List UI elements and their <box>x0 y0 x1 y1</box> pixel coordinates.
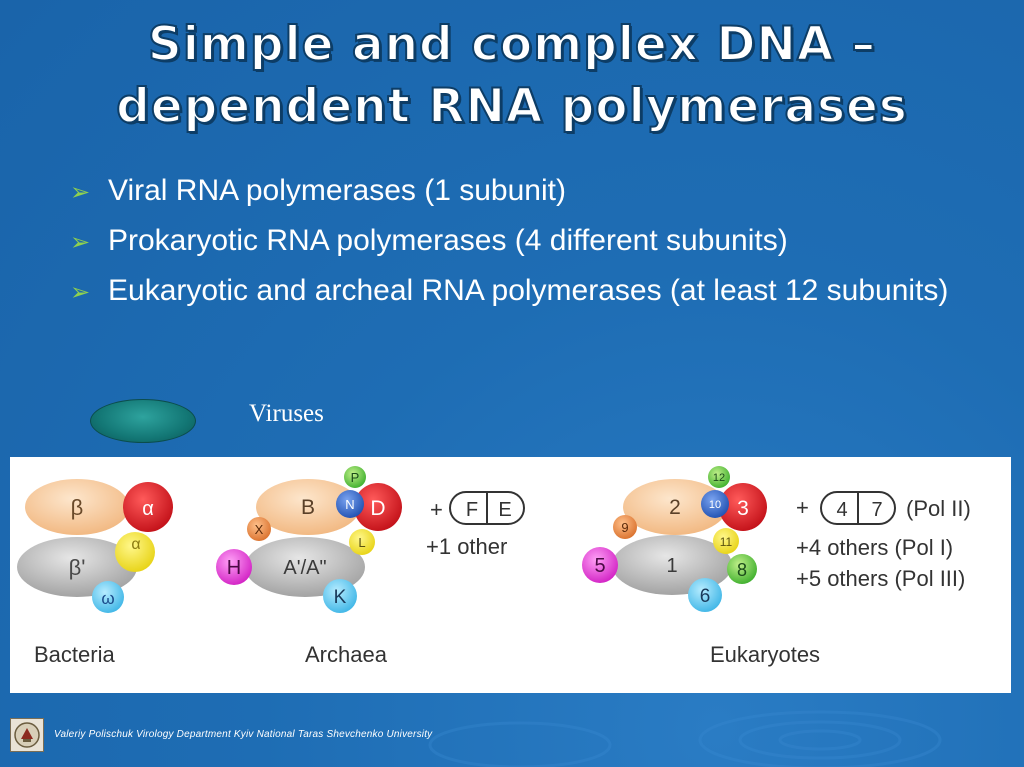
bacteria-caption: Bacteria <box>34 642 115 667</box>
bullet-list: ➢ Viral RNA polymerases (1 subunit) ➢ Pr… <box>70 172 978 322</box>
n-label: N <box>345 497 354 512</box>
alpha-yellow-label: α <box>131 536 140 553</box>
rpb8-label: 8 <box>737 560 747 580</box>
bullet-text: Viral RNA polymerases (1 subunit) <box>108 174 566 207</box>
virus-polymerase-oval <box>90 399 196 443</box>
bacteria-group: β α α β' ω Bacteria <box>17 479 173 667</box>
beta-label: β <box>71 495 84 520</box>
rpb2-subunit <box>623 479 727 535</box>
x-label: X <box>255 522 264 537</box>
rpb8-subunit <box>727 554 757 584</box>
alpha-red-label: α <box>142 498 154 520</box>
p-subunit <box>344 466 366 488</box>
l-label: L <box>358 535 365 550</box>
rpb9-label: 9 <box>621 520 628 535</box>
k-subunit <box>323 579 357 613</box>
archaea-group: B D N P L X H A'/A" K + F E +1 other Arc… <box>216 466 525 667</box>
polymerase-subunit-figure: β α α β' ω Bacteria B D N P L X H A'/A" <box>10 457 1011 693</box>
beta-subunit <box>25 479 129 535</box>
slide-title-line-2: dependent RNA polymerases <box>115 78 908 135</box>
viruses-label: Viruses <box>249 400 324 427</box>
rpb10-subunit <box>701 490 729 518</box>
omega-subunit <box>92 581 124 613</box>
rpb2-label: 2 <box>669 496 681 519</box>
k-label: K <box>334 587 347 608</box>
rpb9-subunit <box>613 515 637 539</box>
rpb6-subunit <box>688 578 722 612</box>
d-label: D <box>370 497 385 520</box>
aa-label: A'/A" <box>283 557 326 579</box>
l-subunit <box>349 529 375 555</box>
d-subunit <box>354 483 402 531</box>
pol1-others: +4 others (Pol I) <box>796 535 953 560</box>
archaea-caption: Archaea <box>305 642 388 667</box>
archaea-plus: + <box>430 497 443 522</box>
arrow-bullet-icon: ➢ <box>70 179 91 206</box>
rpb7-label: 7 <box>871 499 882 521</box>
pol3-others: +5 others (Pol III) <box>796 566 965 591</box>
f-label: F <box>466 499 478 521</box>
bullet-item: ➢ Eukaryotic and archeal RNA polymerases… <box>70 272 978 310</box>
arrow-bullet-icon: ➢ <box>70 229 91 256</box>
eukaryotes-group: 2 3 10 12 11 9 5 1 8 6 + 4 7 (Pol II) +4… <box>582 466 971 667</box>
rpb5-label: 5 <box>594 555 605 577</box>
eukaryotes-caption: Eukaryotes <box>710 642 820 667</box>
rpb5-subunit <box>582 547 618 583</box>
archaea-others: +1 other <box>426 534 507 559</box>
bullet-text: Eukaryotic and archeal RNA polymerases (… <box>108 274 949 307</box>
rpb12-label: 12 <box>713 472 725 484</box>
university-seal-icon <box>10 718 44 752</box>
rpb11-subunit <box>713 528 739 554</box>
rpb3-label: 3 <box>737 497 749 520</box>
bullet-item: ➢ Prokaryotic RNA polymerases (4 differe… <box>70 222 978 260</box>
arrow-bullet-icon: ➢ <box>70 279 91 306</box>
slide-title-line-1: Simple and complex DNA – <box>147 16 877 73</box>
rpb4-label: 4 <box>836 499 847 521</box>
omega-label: ω <box>101 589 114 608</box>
rpb10-label: 10 <box>709 499 721 511</box>
rpb12-subunit <box>708 466 730 488</box>
rpb3-subunit <box>719 483 767 531</box>
rpb11-label: 11 <box>720 535 733 549</box>
e-label: E <box>498 499 511 521</box>
x-subunit <box>247 517 271 541</box>
eukaryotes-plus: + <box>796 495 809 520</box>
n-subunit <box>336 490 364 518</box>
rpb1-label: 1 <box>666 555 677 577</box>
h-label: H <box>227 557 241 579</box>
bullet-text: Prokaryotic RNA polymerases (4 different… <box>108 224 788 257</box>
bullet-item: ➢ Viral RNA polymerases (1 subunit) <box>70 172 978 210</box>
h-subunit <box>216 549 252 585</box>
p-label: P <box>351 470 360 485</box>
alpha-red-subunit <box>123 482 173 532</box>
footer-credit: Valeriy Polischuk Virology Department Ky… <box>54 729 433 740</box>
pol2-note: (Pol II) <box>906 496 971 521</box>
b-label: B <box>301 496 315 519</box>
beta-prime-label: β' <box>69 555 86 580</box>
rpb6-label: 6 <box>700 586 711 607</box>
b-subunit <box>256 479 360 535</box>
alpha-yellow-subunit <box>115 532 155 572</box>
